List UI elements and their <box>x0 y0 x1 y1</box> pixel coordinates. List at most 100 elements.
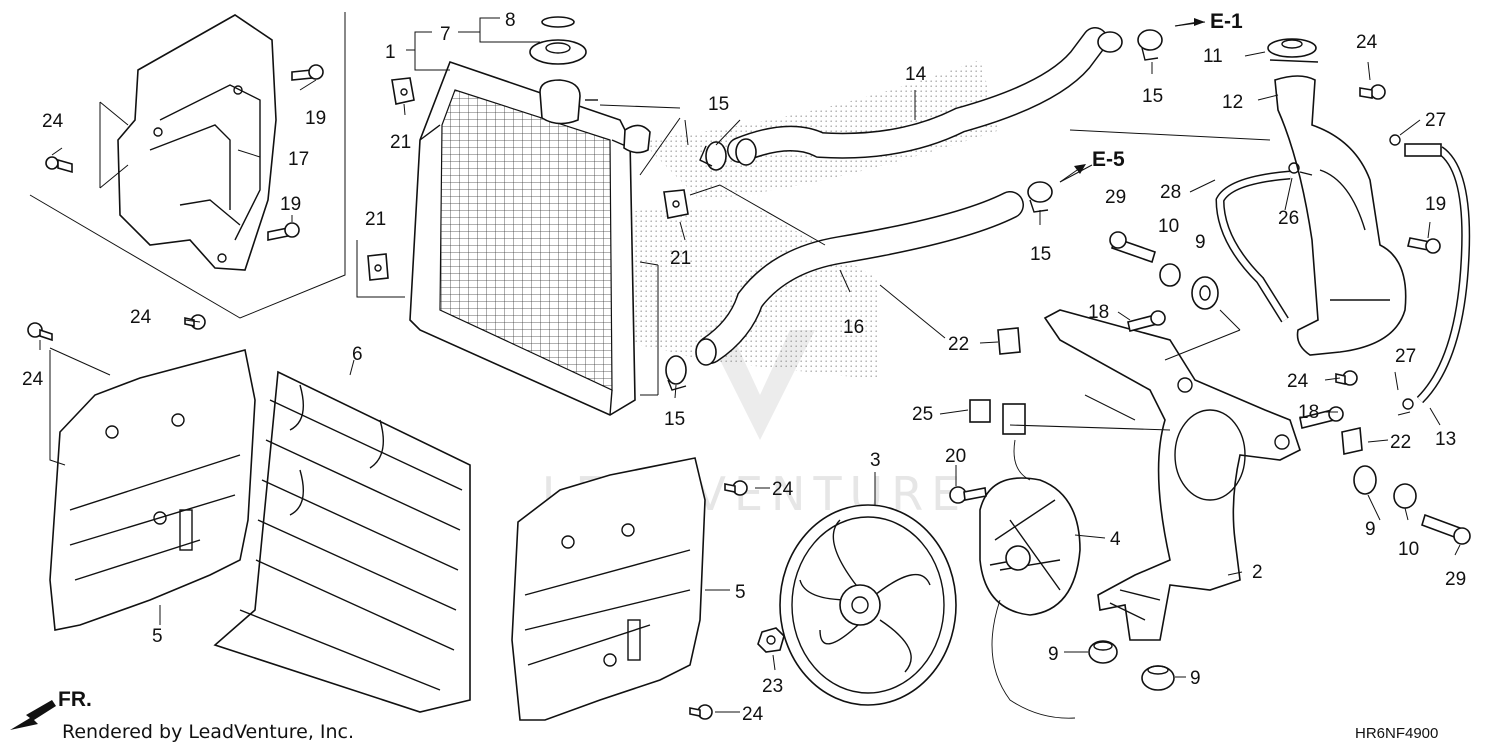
fan-motor <box>979 439 1081 719</box>
collar-10-a <box>1159 263 1181 287</box>
clip-24-tank-upper <box>1359 84 1386 100</box>
callout-4: 4 <box>1110 529 1121 550</box>
reference-arrows <box>1059 18 1205 183</box>
callout-27-a: 27 <box>1425 110 1446 131</box>
callout-19-b: 19 <box>280 194 301 215</box>
overflow-tube <box>1215 170 1291 323</box>
clamp-15-b <box>1137 29 1163 61</box>
collar-10-b <box>1393 483 1417 509</box>
callout-9-a: 9 <box>1195 232 1206 253</box>
callout-24-a: 24 <box>42 111 64 132</box>
callout-20: 20 <box>945 446 966 467</box>
fan <box>779 504 957 706</box>
clip-24-cover-top <box>184 314 206 330</box>
bolt-19-upper <box>291 64 324 81</box>
callout-15-d: 15 <box>664 409 685 430</box>
bolt-19-lower <box>267 222 300 241</box>
clip-24-inset <box>45 156 73 174</box>
callout-14: 14 <box>905 64 927 85</box>
callout-15-c: 15 <box>1030 244 1051 265</box>
clip-27-lower <box>1402 398 1414 410</box>
callout-7: 7 <box>440 24 451 45</box>
front-marker-label: FR. <box>58 688 92 711</box>
clip-21-c <box>663 189 689 219</box>
drain-tube <box>1404 143 1471 404</box>
bolt-18-a <box>1127 310 1166 332</box>
grommet-9-d <box>1141 665 1175 691</box>
radiator <box>409 60 651 416</box>
bolt-18-b <box>1299 406 1344 429</box>
callout-5-right: 5 <box>735 582 746 603</box>
bolt-29-b <box>1421 513 1471 545</box>
callout-2: 2 <box>1252 562 1263 583</box>
callout-29-a: 29 <box>1105 187 1126 208</box>
callout-25: 25 <box>912 404 933 425</box>
bolt-20 <box>949 486 987 504</box>
callout-24-g: 24 <box>1287 371 1309 392</box>
callout-5-left: 5 <box>152 626 163 647</box>
radiator-cap <box>529 16 587 65</box>
callout-22-b: 22 <box>1390 432 1411 453</box>
callout-24-c: 24 <box>22 369 44 390</box>
callout-3: 3 <box>870 450 881 471</box>
bolt-29-a <box>1109 231 1156 264</box>
callout-15-a: 15 <box>708 94 729 115</box>
callout-15-b: 15 <box>1142 86 1163 107</box>
callout-22-a: 22 <box>948 334 969 355</box>
callout-9-b: 9 <box>1365 519 1376 540</box>
clamp-15-d <box>665 355 687 391</box>
callout-17: 17 <box>288 149 309 170</box>
clip-27-upper <box>1389 134 1401 146</box>
callout-27-b: 27 <box>1395 346 1416 367</box>
callout-19-c: 19 <box>1425 194 1446 215</box>
bolt-19-tank <box>1407 237 1441 254</box>
clip-24-tank-lower <box>1335 370 1358 386</box>
callout-18-b: 18 <box>1298 402 1319 423</box>
callout-24-e: 24 <box>742 704 764 725</box>
callout-9-d: 9 <box>1190 668 1201 689</box>
clip-24-cover-right-upper <box>724 480 748 496</box>
callout-9-c: 9 <box>1048 644 1059 665</box>
callout-24-b: 24 <box>130 307 152 328</box>
clip-21-a <box>391 77 415 105</box>
callout-29-b: 29 <box>1445 569 1466 590</box>
callout-26: 26 <box>1278 208 1299 229</box>
clip-24-cover-left <box>27 322 53 342</box>
hose-lower <box>695 191 1024 366</box>
callout-1: 1 <box>385 42 396 63</box>
clip-26 <box>1288 162 1313 176</box>
callout-8: 8 <box>505 10 516 31</box>
nut-23 <box>757 627 785 653</box>
callout-21-c: 21 <box>670 248 691 269</box>
callout-24-d: 24 <box>772 479 794 500</box>
reference-e1: E-1 <box>1210 10 1243 33</box>
clip-22-a <box>997 327 1021 355</box>
clip-24-cover-right-lower <box>689 704 713 720</box>
callout-19-a: 19 <box>305 108 326 129</box>
callout-6: 6 <box>352 344 363 365</box>
callout-23: 23 <box>762 676 783 697</box>
hose-upper <box>727 27 1123 166</box>
callout-16: 16 <box>843 317 864 338</box>
callout-10-b: 10 <box>1398 539 1419 560</box>
clip-22-b <box>1341 427 1363 455</box>
connector-25 <box>969 399 1026 435</box>
callout-12: 12 <box>1222 92 1243 113</box>
side-cover-left <box>49 349 256 631</box>
clamp-15-a <box>699 141 727 171</box>
grommet-9-a <box>1191 276 1219 310</box>
callout-24-f: 24 <box>1356 32 1378 53</box>
diagram-code: HR6NF4900 <box>1355 725 1438 742</box>
fan-bracket <box>1043 309 1301 641</box>
callout-28: 28 <box>1160 182 1181 203</box>
footer-credit: Rendered by LeadVenture, Inc. <box>62 721 354 743</box>
reference-e5: E-5 <box>1092 148 1125 171</box>
grommet-9-c <box>1088 640 1118 664</box>
callout-21-b: 21 <box>365 209 386 230</box>
callout-18-a: 18 <box>1088 302 1109 323</box>
inset-box <box>29 12 346 319</box>
callout-21-a: 21 <box>390 132 411 153</box>
side-cover-right <box>511 457 706 721</box>
callout-13: 13 <box>1435 429 1456 450</box>
